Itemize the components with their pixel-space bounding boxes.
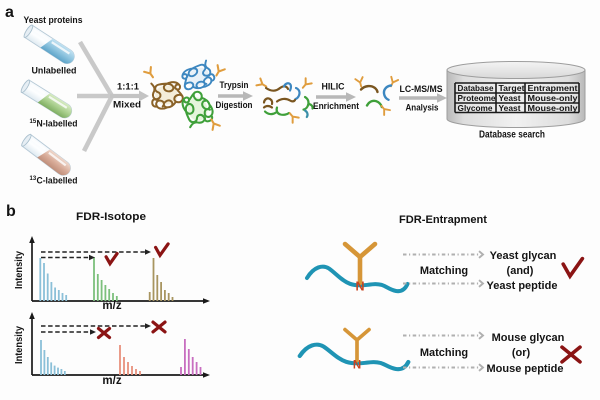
svg-text:Mixed: Mixed — [113, 100, 141, 110]
svg-text:N-labelled: N-labelled — [37, 119, 78, 130]
svg-text:Intensity: Intensity — [13, 251, 25, 289]
svg-text:Matching: Matching — [420, 347, 468, 359]
svg-text:Analysis: Analysis — [406, 103, 439, 114]
svg-text:13: 13 — [30, 176, 37, 182]
svg-text:HILIC: HILIC — [322, 82, 345, 92]
svg-text:Yeast glycan: Yeast glycan — [490, 250, 557, 262]
svg-text:Target: Target — [499, 83, 525, 93]
svg-text:Yeast: Yeast — [499, 93, 521, 103]
svg-text:Enrichment: Enrichment — [313, 101, 359, 111]
svg-text:(and): (and) — [507, 265, 534, 277]
svg-text:Mouse-only: Mouse-only — [528, 103, 578, 113]
svg-text:Digestion: Digestion — [216, 100, 253, 110]
svg-text:LC-MS/MS: LC-MS/MS — [400, 84, 443, 95]
svg-text:Entrapment: Entrapment — [528, 83, 578, 93]
svg-text:Matching: Matching — [420, 265, 468, 277]
svg-text:m/z: m/z — [102, 300, 121, 312]
svg-text:1:1:1: 1:1:1 — [117, 82, 139, 92]
svg-text:Database search: Database search — [479, 130, 545, 141]
svg-text:15: 15 — [30, 119, 37, 125]
svg-text:Yeast proteins: Yeast proteins — [24, 15, 83, 26]
svg-text:Mouse glycan: Mouse glycan — [492, 332, 565, 344]
svg-text:Intensity: Intensity — [13, 326, 25, 364]
svg-text:C-labelled: C-labelled — [37, 176, 78, 187]
svg-text:(or): (or) — [512, 347, 531, 359]
svg-text:Yeast: Yeast — [499, 103, 521, 113]
svg-text:Database: Database — [458, 83, 494, 93]
svg-text:Yeast peptide: Yeast peptide — [487, 280, 558, 292]
svg-text:Trypsin: Trypsin — [220, 80, 249, 90]
svg-text:m/z: m/z — [102, 375, 121, 387]
svg-text:FDR-Entrapment: FDR-Entrapment — [399, 214, 487, 226]
svg-text:N: N — [355, 280, 364, 294]
svg-text:Unlabelled: Unlabelled — [32, 66, 77, 77]
svg-text:N: N — [353, 360, 361, 372]
svg-text:a: a — [5, 4, 14, 21]
svg-text:b: b — [6, 203, 16, 220]
svg-text:FDR-Isotope: FDR-Isotope — [76, 211, 146, 223]
svg-text:Mouse peptide: Mouse peptide — [486, 363, 563, 375]
svg-text:Mouse-only: Mouse-only — [528, 93, 578, 103]
svg-text:Glycome: Glycome — [458, 103, 493, 113]
svg-text:Proteome: Proteome — [458, 93, 496, 103]
